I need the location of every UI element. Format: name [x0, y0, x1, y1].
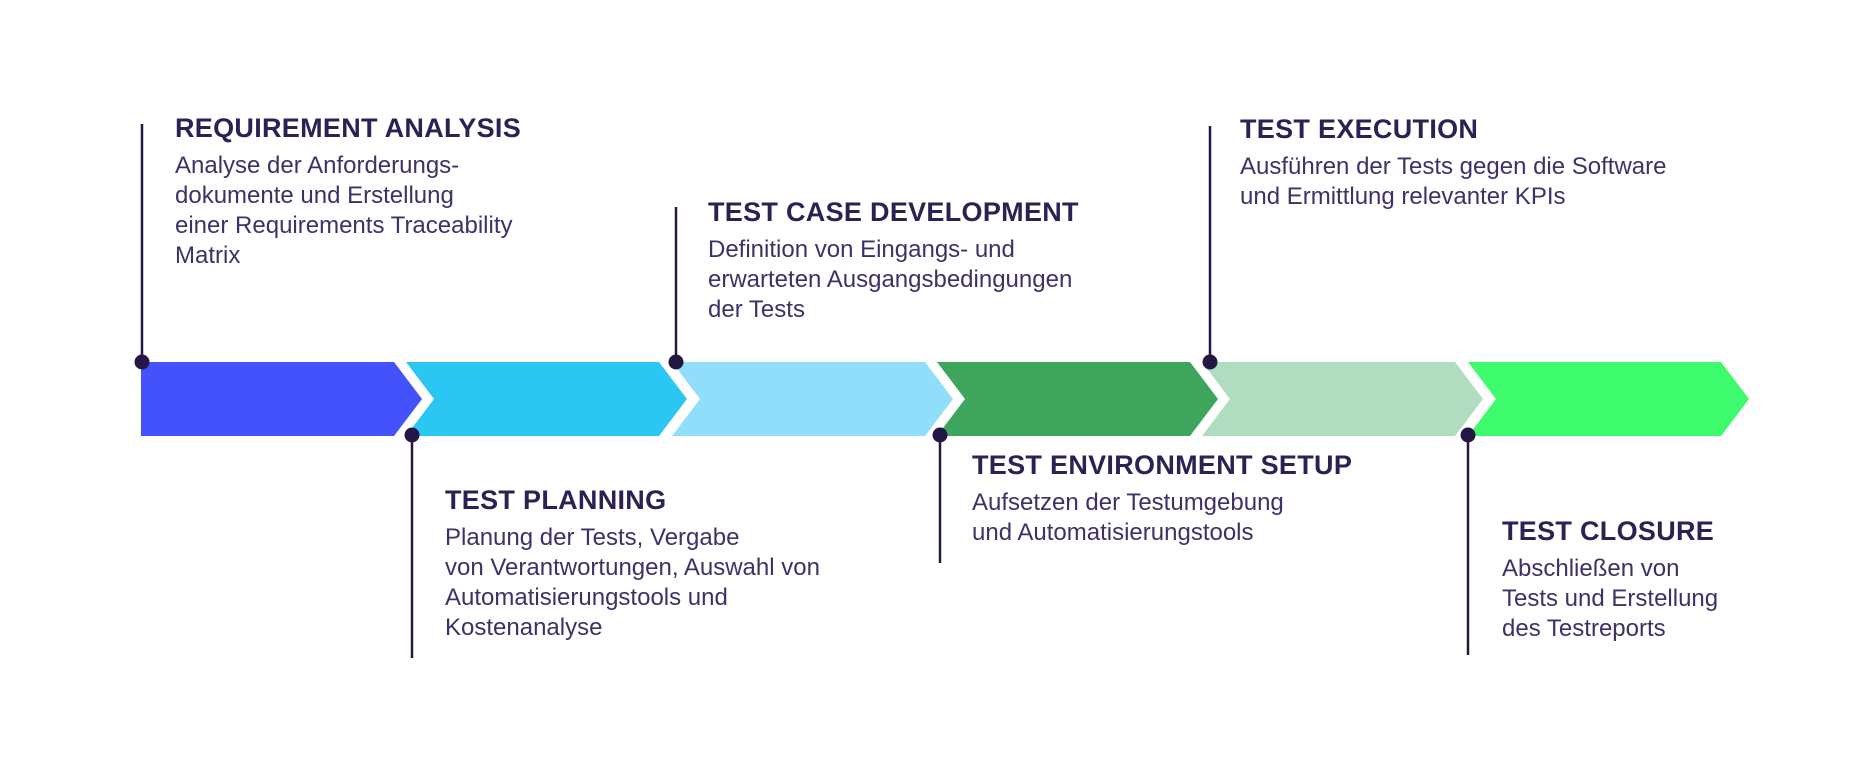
- phase-title: REQUIREMENT ANALYSIS: [175, 113, 522, 143]
- phase-title: TEST PLANNING: [445, 485, 667, 515]
- phase-block-test-planning: TEST PLANNING Planung der Tests, Vergabe…: [445, 484, 820, 643]
- phase-block-test-case-development: TEST CASE DEVELOPMENT Definition von Ein…: [708, 196, 1079, 325]
- connector-dot-test-planning: [404, 427, 420, 443]
- phase-block-test-execution: TEST EXECUTION Ausführen der Tests gegen…: [1240, 113, 1667, 212]
- arrow-test-case-development: [672, 362, 953, 436]
- arrow-requirement-analysis: [141, 362, 422, 436]
- arrow-test-closure: [1468, 362, 1749, 436]
- connector-dot-requirement-analysis: [134, 354, 150, 370]
- phase-description: Ausführen der Tests gegen die Software u…: [1240, 153, 1667, 211]
- phase-description: Analyse der Anforderungs- dokumente und …: [175, 152, 513, 270]
- phase-block-test-environment-setup: TEST ENVIRONMENT SETUP Aufsetzen der Tes…: [972, 449, 1352, 548]
- connector-dot-test-closure: [1460, 427, 1476, 443]
- connector-dot-test-case-development: [668, 354, 684, 370]
- connector-dot-test-execution: [1202, 354, 1218, 370]
- phase-title: TEST EXECUTION: [1240, 114, 1479, 144]
- arrow-test-planning: [406, 362, 687, 436]
- phase-title: TEST ENVIRONMENT SETUP: [972, 450, 1353, 480]
- arrow-test-environment-setup: [937, 362, 1218, 436]
- phase-description: Planung der Tests, Vergabe von Verantwor…: [445, 524, 820, 642]
- phase-block-test-closure: TEST CLOSURE Abschließen von Tests und E…: [1502, 515, 1718, 644]
- connector-dot-test-environment-setup: [932, 427, 948, 443]
- arrow-test-execution: [1202, 362, 1483, 436]
- phase-block-requirement-analysis: REQUIREMENT ANALYSIS Analyse der Anforde…: [175, 112, 521, 271]
- phase-description: Abschließen von Tests und Erstellung des…: [1502, 555, 1719, 643]
- phase-description: Aufsetzen der Testumgebung und Automatis…: [972, 489, 1284, 547]
- phase-description: Definition von Eingangs- und erwarteten …: [708, 236, 1073, 324]
- phase-title: TEST CLOSURE: [1502, 516, 1715, 546]
- phase-title: TEST CASE DEVELOPMENT: [708, 197, 1079, 227]
